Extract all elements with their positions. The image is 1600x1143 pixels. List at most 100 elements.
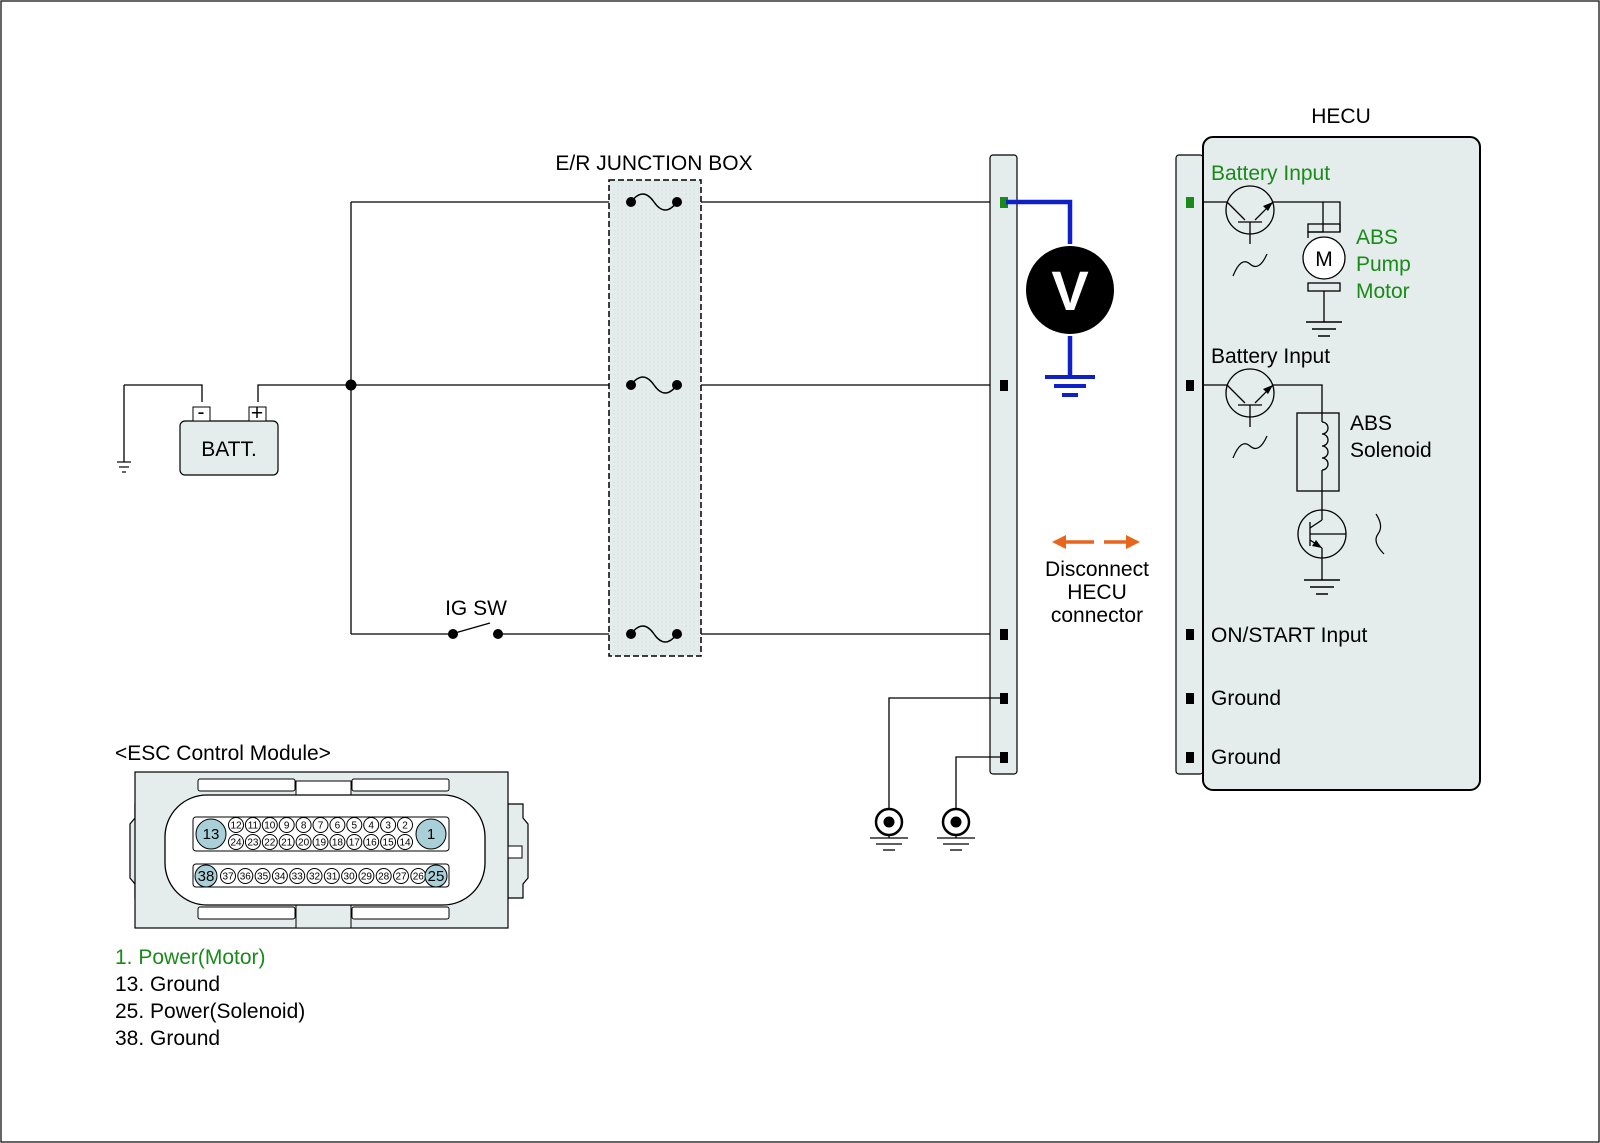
fuse-icon xyxy=(626,625,682,643)
legend-item-2: 13. Ground xyxy=(115,973,220,996)
connector-pin: 38 xyxy=(194,864,218,888)
connector-pin-label: 13 xyxy=(203,826,220,843)
connector-pin: 1 xyxy=(415,818,447,850)
connector-pin-label: 35 xyxy=(257,872,269,883)
disconnect-text-line1: Disconnect xyxy=(1045,558,1149,581)
fuse-icon xyxy=(626,193,682,211)
connector-pin: 22 xyxy=(261,834,278,850)
ig-switch-label: IG SW xyxy=(445,597,507,620)
connector-pin: 27 xyxy=(393,868,409,884)
connector-pin: 25 xyxy=(424,864,448,888)
pin-legend: 1. Power(Motor) 13. Ground 25. Power(Sol… xyxy=(115,946,305,1050)
connector-pin-label: 30 xyxy=(344,872,356,883)
hecu-pin-ground-2: Ground xyxy=(1211,746,1281,769)
connector-pin-label: 31 xyxy=(326,872,338,883)
connector-pin: 17 xyxy=(346,834,363,850)
connector-pin: 8 xyxy=(295,817,312,833)
battery-label: BATT. xyxy=(201,438,257,461)
connector-pin-label: 3 xyxy=(385,821,391,832)
connector-pin-label: 28 xyxy=(378,872,390,883)
connector-pin-label: 20 xyxy=(298,838,310,849)
abs-solenoid-label-2: Solenoid xyxy=(1350,439,1432,462)
connector-title: <ESC Control Module> xyxy=(115,742,331,765)
connector-pin: 9 xyxy=(278,817,295,833)
connector-pin-label: 16 xyxy=(366,838,378,849)
connector-pin-label: 17 xyxy=(349,838,361,849)
hecu-pin-on-start-input: ON/START Input xyxy=(1211,624,1368,647)
connector-pin: 33 xyxy=(289,868,306,884)
connector-pin-label: 33 xyxy=(292,872,304,883)
legend-item-4: 38. Ground xyxy=(115,1027,220,1050)
connector-pin: 16 xyxy=(363,834,380,850)
connector-pin-label: 25 xyxy=(428,868,445,885)
connector-pin-label: 4 xyxy=(368,821,374,832)
connector-pin: 30 xyxy=(341,868,358,884)
arrow-left-icon xyxy=(1052,535,1094,549)
connector-pin: 31 xyxy=(323,868,340,884)
abs-pump-motor-label-1: ABS xyxy=(1356,226,1398,249)
connector-pin-label: 6 xyxy=(335,821,341,832)
chassis-grounds xyxy=(870,697,1006,851)
hecu-label: HECU xyxy=(1311,105,1371,128)
connector-pin: 20 xyxy=(295,834,312,850)
connector-pin-label: 23 xyxy=(247,838,259,849)
disconnect-indicator: Disconnect HECU connector xyxy=(1045,535,1149,627)
motor-circuit: M xyxy=(1203,185,1346,337)
connector-pin-label: 22 xyxy=(264,838,276,849)
connector-pin-label: 10 xyxy=(264,821,276,832)
connector-pin: 14 xyxy=(397,834,413,850)
disconnect-text-line2: HECU xyxy=(1067,581,1127,604)
connector-pin: 12 xyxy=(228,817,244,833)
connector-pin: 10 xyxy=(261,817,278,833)
connector-pin-label: 26 xyxy=(413,872,425,883)
fuse-icon xyxy=(626,376,682,394)
connector-pin-label: 8 xyxy=(301,821,307,832)
connector-pin: 3 xyxy=(380,817,397,833)
connector-pin: 34 xyxy=(271,868,288,884)
connector-pin: 19 xyxy=(312,834,329,850)
connector-pin-label: 7 xyxy=(318,821,324,832)
connector-pin: 4 xyxy=(363,817,380,833)
connector-pin: 21 xyxy=(278,834,295,850)
arrow-right-icon xyxy=(1104,535,1140,549)
hecu-pin-battery-input-motor: Battery Input xyxy=(1211,162,1330,185)
motor-symbol: M xyxy=(1315,248,1333,271)
connector-pin-label: 27 xyxy=(395,872,407,883)
junction-box: E/R JUNCTION BOX xyxy=(555,152,753,657)
legend-item-3: 25. Power(Solenoid) xyxy=(115,1000,305,1023)
abs-pump-motor-label-3: Motor xyxy=(1356,280,1410,303)
connector-pin-label: 34 xyxy=(274,872,286,883)
connector-pin-label: 5 xyxy=(352,821,358,832)
connector-pin-label: 15 xyxy=(383,838,395,849)
ground-icon xyxy=(870,807,908,851)
connector-pin: 13 xyxy=(195,818,227,850)
voltmeter-label: V xyxy=(1051,259,1088,322)
hecu-module: HECU M Battery Input xyxy=(1175,105,1481,791)
connector-pin-label: 32 xyxy=(309,872,321,883)
abs-pump-motor-label-2: Pump xyxy=(1356,253,1411,276)
connector-pin: 32 xyxy=(306,868,323,884)
power-wires xyxy=(257,201,1006,635)
connector-pin-label: 14 xyxy=(399,838,411,849)
abs-solenoid-label-1: ABS xyxy=(1350,412,1392,435)
connector-pin: 23 xyxy=(244,834,261,850)
connector-pin-label: 9 xyxy=(284,821,290,832)
connector-pin: 18 xyxy=(329,834,346,850)
connector-pin: 7 xyxy=(312,817,329,833)
battery-plus-sign: + xyxy=(251,402,263,425)
connector-pin: 36 xyxy=(237,868,254,884)
motor-icon xyxy=(1302,236,1346,280)
connector-pin-label: 11 xyxy=(248,821,259,832)
connector-pin: 11 xyxy=(244,817,261,833)
ig-switch: IG SW xyxy=(445,597,507,639)
connector-pin: 37 xyxy=(220,868,236,884)
connector-pin: 29 xyxy=(358,868,375,884)
connector-pin: 35 xyxy=(254,868,271,884)
ground-icon xyxy=(937,807,975,851)
connector-pin-label: 2 xyxy=(402,821,408,832)
connector-pin-label: 29 xyxy=(361,872,373,883)
connector-pin-label: 19 xyxy=(315,838,327,849)
solenoid-icon xyxy=(1296,412,1340,492)
connector-pin-label: 38 xyxy=(198,868,215,885)
